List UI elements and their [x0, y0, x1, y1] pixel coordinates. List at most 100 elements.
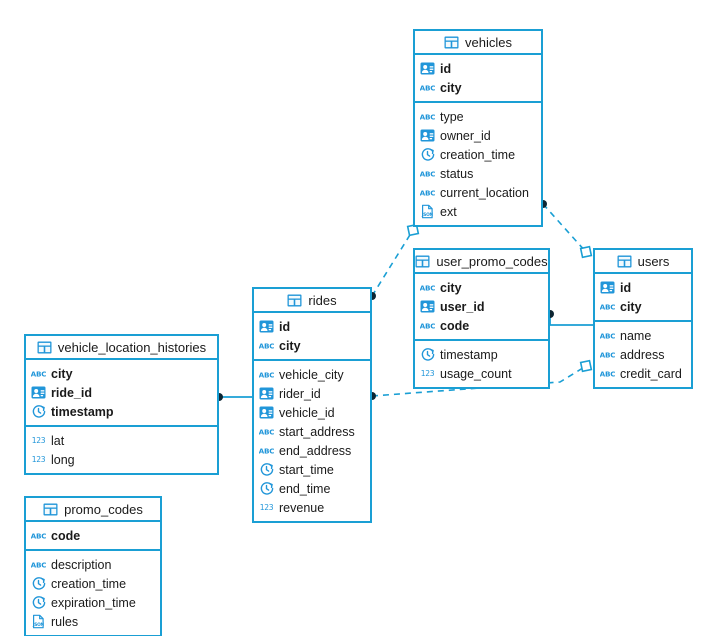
column-row-promo_codes-creation_time[interactable]: creation_time [26, 574, 160, 593]
abc-text-icon: ABC [600, 347, 615, 362]
svg-text:ABC: ABC [420, 83, 435, 92]
column-name: name [620, 328, 652, 343]
primary-key-row-vehicle_location_histories-city[interactable]: ABC city [26, 364, 217, 383]
abc-text-icon: ABC [31, 366, 46, 381]
number-123-icon: 123 [259, 500, 274, 515]
column-name: code [440, 318, 470, 333]
abc-text-icon: ABC [420, 109, 435, 124]
primary-key-row-user_promo_codes-user_id[interactable]: user_id [415, 297, 548, 316]
abc-text-icon: ABC [259, 443, 274, 458]
svg-text:ABC: ABC [259, 446, 274, 455]
table-header-vehicle_location_histories[interactable]: vehicle_location_histories [26, 336, 217, 360]
primary-key-row-rides-id[interactable]: id [254, 317, 370, 336]
table-grid-icon [415, 254, 430, 269]
svg-text:ABC: ABC [420, 321, 435, 330]
svg-text:ABC: ABC [31, 531, 46, 540]
column-name: long [51, 452, 75, 467]
primary-key-row-vehicles-id[interactable]: id [415, 59, 541, 78]
column-name: city [620, 299, 642, 314]
table-header-promo_codes[interactable]: promo_codes [26, 498, 160, 522]
primary-key-row-vehicle_location_histories-ride_id[interactable]: ride_id [26, 383, 217, 402]
column-name: timestamp [440, 347, 498, 362]
column-row-rides-revenue[interactable]: 123 revenue [254, 498, 370, 517]
column-row-user_promo_codes-timestamp[interactable]: timestamp [415, 345, 548, 364]
primary-key-row-users-id[interactable]: id [595, 278, 691, 297]
column-row-promo_codes-expiration_time[interactable]: expiration_time [26, 593, 160, 612]
column-row-vehicles-type[interactable]: ABC type [415, 107, 541, 126]
json-icon: JSON [31, 614, 46, 629]
number-123-icon: 123 [31, 433, 46, 448]
table-title: users [637, 253, 670, 269]
relationship-square-marker [579, 245, 593, 259]
svg-text:ABC: ABC [600, 350, 615, 359]
table-header-users[interactable]: users [595, 250, 691, 274]
column-name: current_location [440, 185, 529, 200]
table-header-user_promo_codes[interactable]: user_promo_codes [415, 250, 548, 274]
svg-text:ABC: ABC [31, 369, 46, 378]
relationship-line [371, 229, 414, 297]
table-header-rides[interactable]: rides [254, 289, 370, 313]
primary-key-row-vehicle_location_histories-timestamp[interactable]: timestamp [26, 402, 217, 421]
table-title: promo_codes [64, 501, 143, 517]
relationship-user_promo_codes-to-users [546, 310, 593, 326]
abc-text-icon: ABC [600, 328, 615, 343]
abc-text-icon: ABC [259, 367, 274, 382]
column-name: type [440, 109, 464, 124]
primary-key-row-user_promo_codes-code[interactable]: ABC code [415, 316, 548, 335]
column-row-users-name[interactable]: ABC name [595, 326, 691, 345]
column-row-rides-end_time[interactable]: end_time [254, 479, 370, 498]
column-row-rides-start_time[interactable]: start_time [254, 460, 370, 479]
table-grid-icon [43, 502, 58, 517]
abc-text-icon: ABC [420, 185, 435, 200]
column-row-rides-vehicle_id[interactable]: vehicle_id [254, 403, 370, 422]
column-name: city [51, 366, 73, 381]
column-row-vehicles-creation_time[interactable]: creation_time [415, 145, 541, 164]
svg-text:ABC: ABC [420, 188, 435, 197]
clock-icon [31, 576, 46, 591]
column-name: timestamp [51, 404, 114, 419]
abc-text-icon: ABC [259, 338, 274, 353]
column-name: expiration_time [51, 595, 136, 610]
column-row-vehicles-current_location[interactable]: ABC current_location [415, 183, 541, 202]
svg-text:123: 123 [32, 455, 46, 464]
table-grid-icon [287, 293, 302, 308]
column-row-vehicle_location_histories-long[interactable]: 123 long [26, 450, 217, 469]
svg-text:ABC: ABC [259, 341, 274, 350]
svg-text:ABC: ABC [420, 112, 435, 121]
svg-text:JSON: JSON [32, 622, 45, 628]
column-row-vehicles-owner_id[interactable]: owner_id [415, 126, 541, 145]
relationship-vehicle_location_histories-to-rides [215, 393, 252, 401]
table-title: rides [308, 292, 337, 308]
column-row-rides-rider_id[interactable]: rider_id [254, 384, 370, 403]
clock-icon [420, 147, 435, 162]
column-name: revenue [279, 500, 325, 515]
column-name: id [279, 319, 291, 334]
abc-text-icon: ABC [31, 557, 46, 572]
table-header-vehicles[interactable]: vehicles [415, 31, 541, 55]
